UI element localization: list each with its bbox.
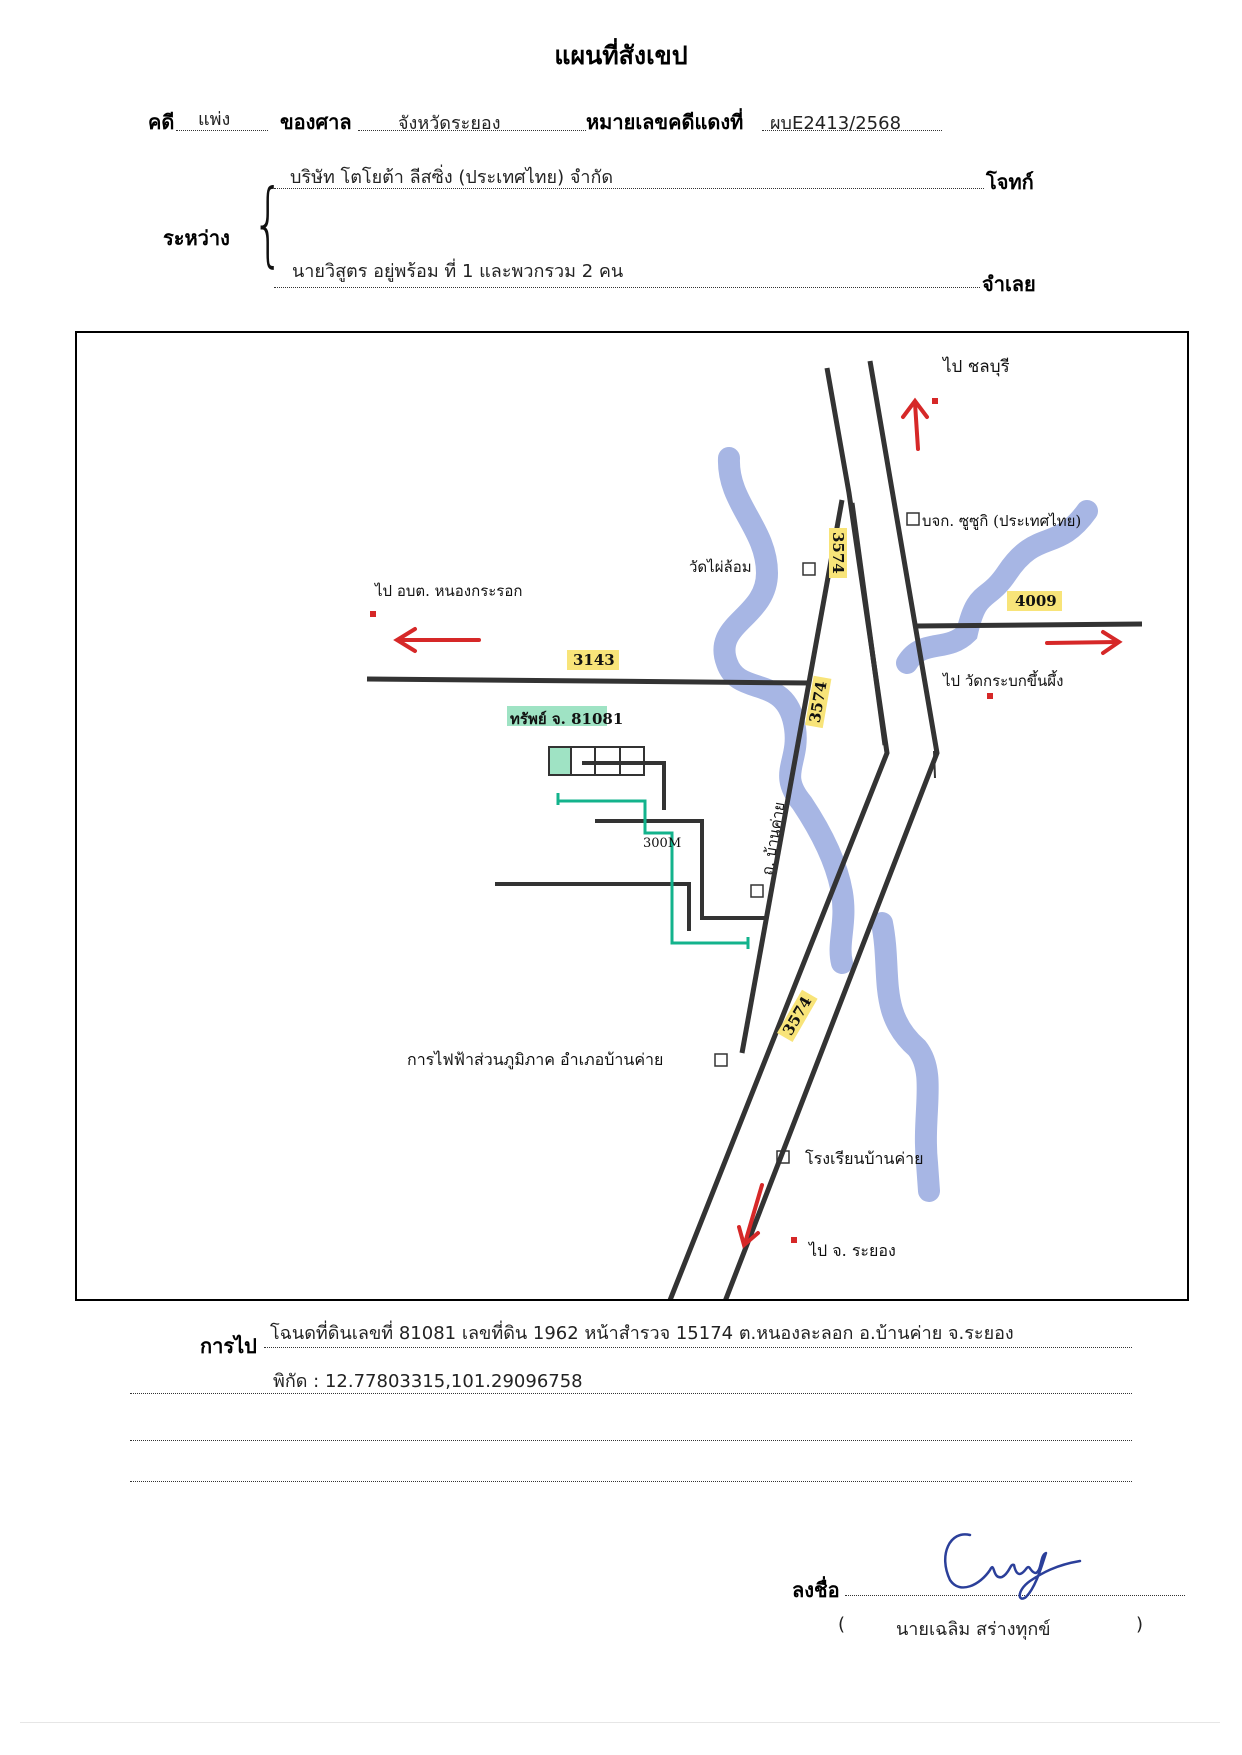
- brace-symbol: {: [252, 170, 285, 277]
- court-value: จังหวัดระยอง: [398, 113, 501, 134]
- dot-chonburi: [932, 398, 938, 404]
- defendant-value: นายวิสูตร อยู่พร้อม ที่ 1 และพวกรวม 2 คน: [292, 261, 624, 282]
- label-to-rayong: ไป จ. ระยอง: [809, 1241, 896, 1260]
- label-to-nongkrarok: ไป อบต. หนองกระรอก: [375, 582, 523, 600]
- distance-line: [556, 793, 750, 949]
- road-4009-highlight: [1007, 591, 1062, 611]
- signature-label: ลงชื่อ: [792, 1578, 840, 1602]
- signature-open-paren: (: [838, 1614, 846, 1635]
- case-number-dotted-line: [762, 130, 942, 131]
- signature-name: นายเฉลิม สร่างทุกข์: [896, 1619, 1051, 1640]
- plot-label-highlight: [507, 706, 607, 726]
- dot-rayong: [791, 1237, 797, 1243]
- label-distance: 300M: [643, 836, 682, 851]
- defendant-dotted-line: [274, 287, 980, 288]
- side-road-upper: [595, 819, 765, 920]
- highway-tick: [933, 750, 936, 779]
- side-road-plot: [582, 761, 666, 810]
- plaintiff-label: โจทก์: [986, 170, 1034, 194]
- label-school: โรงเรียนบ้านค่าย: [805, 1149, 924, 1168]
- label-to-temple: ไป วัดกระบกขึ้นผึ้ง: [943, 672, 1064, 690]
- directions-dotted-line4: [130, 1481, 1132, 1482]
- arrow-west: [393, 627, 481, 653]
- page-title: แผนที่สังเขป: [554, 41, 688, 70]
- case-dotted-line: [176, 130, 268, 131]
- defendant-label: จำเลย: [982, 272, 1036, 296]
- label-to-chonburi: ไป ชลบุรี: [943, 357, 1010, 377]
- directions-dotted-line3: [130, 1440, 1132, 1441]
- label-company: บจก. ซูซูกิ (ประเทศไทย): [922, 512, 1082, 530]
- court-dotted-line: [358, 130, 586, 131]
- map-drawing: [366, 360, 1143, 1299]
- case-value: แพ่ง: [198, 109, 231, 130]
- landmark-ban-khai-road: [750, 884, 764, 898]
- landmark-temple-phailom: [802, 562, 816, 576]
- case-label: คดี: [148, 110, 175, 134]
- label-road-3574-north: 3574: [829, 528, 847, 578]
- road-3143: [366, 676, 811, 686]
- directions-line2: พิกัด : 12.77803315,101.29096758: [273, 1371, 583, 1392]
- label-road-3143: 3143: [573, 651, 615, 669]
- river-west: [713, 447, 855, 974]
- directions-dotted-line1: [264, 1347, 1132, 1348]
- dot-temple: [987, 693, 993, 699]
- river-east: [896, 500, 1098, 674]
- highway-3574-right-edge: [723, 360, 940, 1299]
- court-label: ของศาล: [280, 110, 352, 134]
- page-bottom-rule: [20, 1722, 1220, 1723]
- road-3143-highlight: [567, 650, 619, 670]
- arrow-east: [1045, 630, 1123, 655]
- side-road-lower: [495, 882, 691, 931]
- directions-dotted-line2: [130, 1393, 1132, 1394]
- label-electricity: การไฟฟ้าส่วนภูมิภาค อำเภอบ้านค่าย: [407, 1050, 664, 1069]
- sketch-map: ไป ชลบุรี บจก. ซูซูกิ (ประเทศไทย) วัดไผ่…: [75, 331, 1189, 1301]
- ban-khai-road-east: [849, 502, 888, 746]
- case-number-label: หมายเลขคดีแดงที่: [586, 110, 744, 134]
- arrow-south: [737, 1183, 764, 1249]
- case-number-value: ผบE2413/2568: [770, 113, 902, 134]
- landmark-electricity: [714, 1053, 728, 1067]
- between-label: ระหว่าง: [163, 226, 230, 250]
- directions-label: การไป: [200, 1334, 257, 1358]
- signature-dotted-line: [845, 1595, 1185, 1596]
- signature-image: [930, 1515, 1090, 1609]
- directions-line1: โฉนดที่ดินเลขที่ 81081 เลขที่ดิน 1962 หน…: [270, 1323, 1014, 1344]
- landmark-school: [776, 1150, 790, 1164]
- ban-khai-road-west: [739, 499, 845, 1054]
- label-plot: ทรัพย์ จ. 81081: [510, 710, 624, 728]
- river-south: [871, 912, 940, 1202]
- arrow-north: [901, 397, 929, 451]
- landmark-company: [906, 512, 920, 526]
- road-4009: [916, 621, 1143, 629]
- signature-close-paren: ): [1136, 1614, 1144, 1635]
- dot-nongkrarok: [370, 611, 376, 617]
- plot-highlight: [549, 747, 571, 775]
- plaintiff-value: บริษัท โตโยต้า ลีสซิ่ง (ประเทศไทย) จำกัด: [290, 167, 614, 188]
- plot-box: [548, 746, 645, 776]
- plaintiff-dotted-line: [274, 188, 984, 189]
- label-temple-phailom: วัดไผ่ล้อม: [689, 558, 752, 576]
- label-road-4009: 4009: [1015, 592, 1057, 610]
